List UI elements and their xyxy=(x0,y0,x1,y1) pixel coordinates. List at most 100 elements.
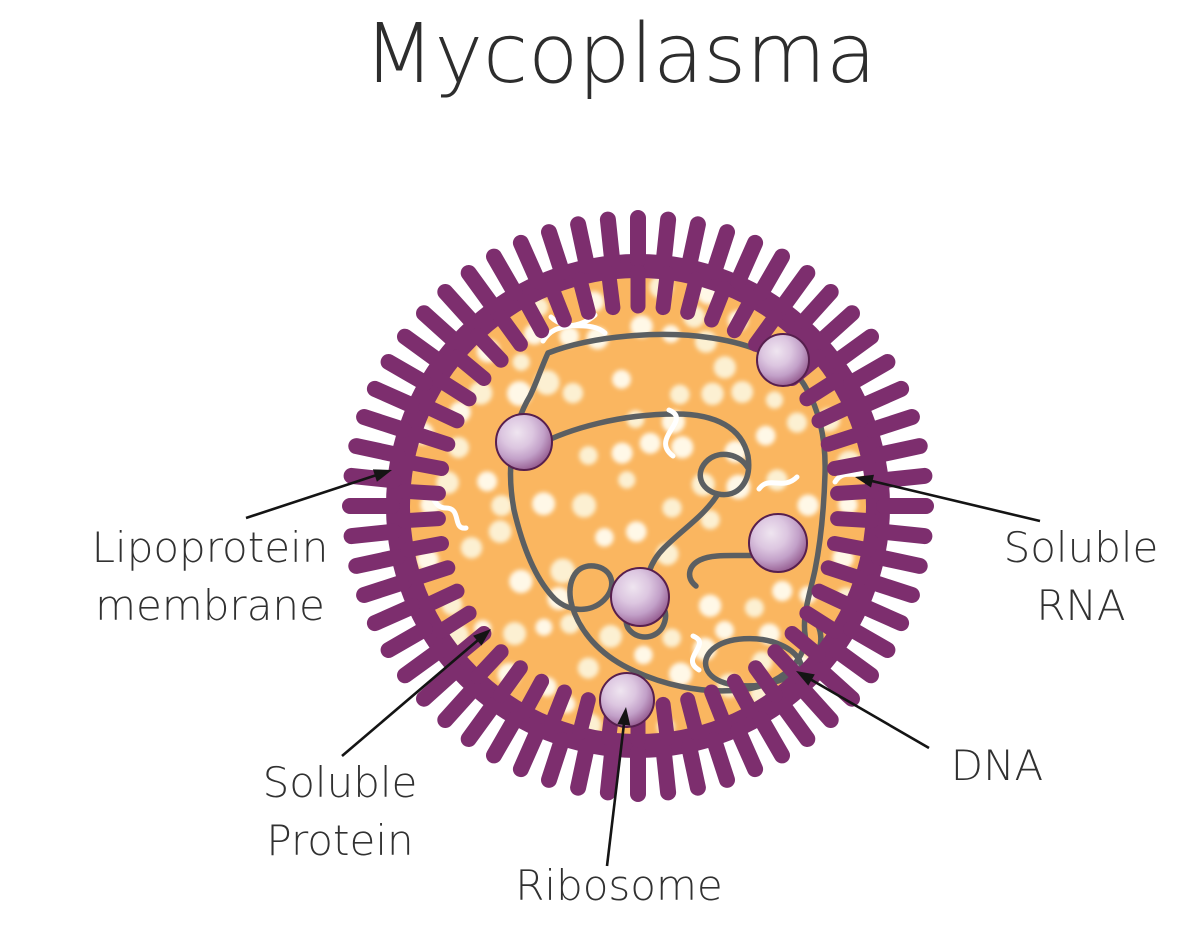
membrane-outer-spike xyxy=(366,598,422,632)
label-dna: DNA xyxy=(951,741,1044,790)
membrane-outer-spike xyxy=(416,305,464,350)
membrane-inner-spike xyxy=(767,644,806,685)
membrane-outer-spike xyxy=(599,211,621,270)
membrane-outer-spike xyxy=(380,354,433,391)
membrane-inner-spike xyxy=(830,511,879,529)
soluble-protein-dot xyxy=(577,657,599,679)
soluble-protein-dot xyxy=(698,594,722,617)
soluble-protein-dot xyxy=(512,353,530,371)
soluble-protein-dot xyxy=(535,618,553,636)
membrane-outer-spike xyxy=(854,598,910,632)
label-soluble-rna-line2: RNA xyxy=(1036,581,1125,630)
arrow-line-lipoprotein-membrane xyxy=(245,471,383,520)
membrane-inner-spike xyxy=(470,644,509,685)
arrow-head-lipoprotein-membrane xyxy=(372,469,392,482)
soluble-protein-dot xyxy=(532,492,556,516)
membrane-inner-spike xyxy=(544,684,572,732)
soluble-protein-dot xyxy=(634,645,653,665)
membrane-outer-spike xyxy=(570,738,595,796)
membrane-outer-spike xyxy=(753,711,790,764)
membrane-outer-spike xyxy=(870,549,928,574)
membrane-inner-spike xyxy=(830,483,879,501)
membrane-outer-spike xyxy=(730,234,764,290)
membrane-inner-spike xyxy=(748,660,783,703)
soluble-protein-dot xyxy=(639,432,661,454)
soluble-protein-dot xyxy=(559,326,579,347)
membrane-inner-spike xyxy=(811,583,858,614)
membrane-inner-spike xyxy=(784,626,826,663)
membrane-outer-spike xyxy=(599,742,621,801)
membrane-inner-spike xyxy=(655,696,675,746)
membrane-outer-spike xyxy=(774,697,816,747)
arrow-line-soluble-rna xyxy=(864,478,1041,523)
membrane-outer-spike xyxy=(774,265,816,315)
arrow-head-soluble-protein xyxy=(473,629,491,646)
membrane-inner-spike xyxy=(704,280,732,328)
soluble-protein-dot xyxy=(611,442,633,464)
membrane-inner-spike xyxy=(517,293,550,339)
membrane-inner-spike xyxy=(572,271,596,320)
soluble-protein-dot xyxy=(579,446,598,465)
soluble-protein-dot xyxy=(460,537,483,559)
membrane-outer-spike xyxy=(512,234,546,290)
membrane-outer-spike xyxy=(655,742,677,801)
ribosome xyxy=(495,413,553,471)
membrane-inner-spike xyxy=(408,560,456,586)
soluble-protein-dot xyxy=(562,382,584,404)
membrane-outer-spike xyxy=(681,738,706,796)
membrane-outer-spike xyxy=(512,722,546,778)
ribosome xyxy=(610,567,670,627)
membrane-outer-spike xyxy=(541,732,570,788)
membrane-inner-spike xyxy=(397,483,446,501)
soluble-protein-dot xyxy=(797,494,819,516)
membrane-outer-spike xyxy=(812,662,860,707)
ribosome xyxy=(599,672,655,728)
membrane-outer-spike xyxy=(348,549,406,574)
label-soluble-protein-line1: Soluble xyxy=(263,758,418,807)
membrane-inner-spike xyxy=(680,271,704,320)
membrane-outer-spike xyxy=(348,438,406,463)
ribosomes-layer xyxy=(495,333,810,728)
membrane-outer-spike xyxy=(343,523,402,545)
membrane-outer-spike xyxy=(486,711,523,764)
soluble-protein-dot xyxy=(572,493,597,518)
membrane-inner-spike xyxy=(827,454,876,476)
membrane-outer-spike xyxy=(356,409,412,438)
soluble-protein-dot xyxy=(715,621,734,640)
dna-strand xyxy=(507,331,828,694)
soluble-protein-dot xyxy=(755,425,776,446)
membrane-outer-spike xyxy=(541,224,570,280)
label-ribosome: Ribosome xyxy=(515,861,723,910)
membrane-inner-spike xyxy=(799,605,844,639)
membrane-inner-spike xyxy=(493,309,528,352)
soluble-protein-dot xyxy=(744,598,764,618)
label-lipoprotein-membrane-line2: membrane xyxy=(95,581,325,630)
soluble-protein-dot xyxy=(662,628,681,648)
membrane-outer-spike xyxy=(843,621,896,658)
soluble-protein-dot xyxy=(599,625,622,648)
membrane-outer-spike xyxy=(366,380,422,414)
soluble-protein-dot xyxy=(765,391,784,409)
membrane-outer-spike xyxy=(486,248,523,301)
arrow-head-ribosome xyxy=(617,707,631,726)
membrane-outer-spike xyxy=(864,409,920,438)
soluble-protein-dot xyxy=(766,469,788,491)
ribosome xyxy=(748,513,808,573)
membrane-inner-spike xyxy=(493,660,528,703)
membrane-outer-spike xyxy=(864,574,920,603)
ribosome xyxy=(756,333,810,387)
membrane-outer-spike xyxy=(843,354,896,391)
membrane-outer-spike xyxy=(437,680,482,728)
soluble-protein-dot xyxy=(595,528,614,547)
soluble-protein-dot xyxy=(671,436,694,459)
membrane-outer-spike xyxy=(706,732,735,788)
soluble-protein-dot xyxy=(509,569,533,594)
soluble-rna-squiggle xyxy=(663,407,679,459)
membrane-inner-spike xyxy=(601,266,621,316)
membrane-inner-spike xyxy=(400,454,449,476)
soluble-protein-dot xyxy=(713,356,736,379)
soluble-protein-dot xyxy=(550,558,575,584)
membrane-inner-spike xyxy=(450,349,492,386)
membrane-inner-spike xyxy=(397,511,446,529)
